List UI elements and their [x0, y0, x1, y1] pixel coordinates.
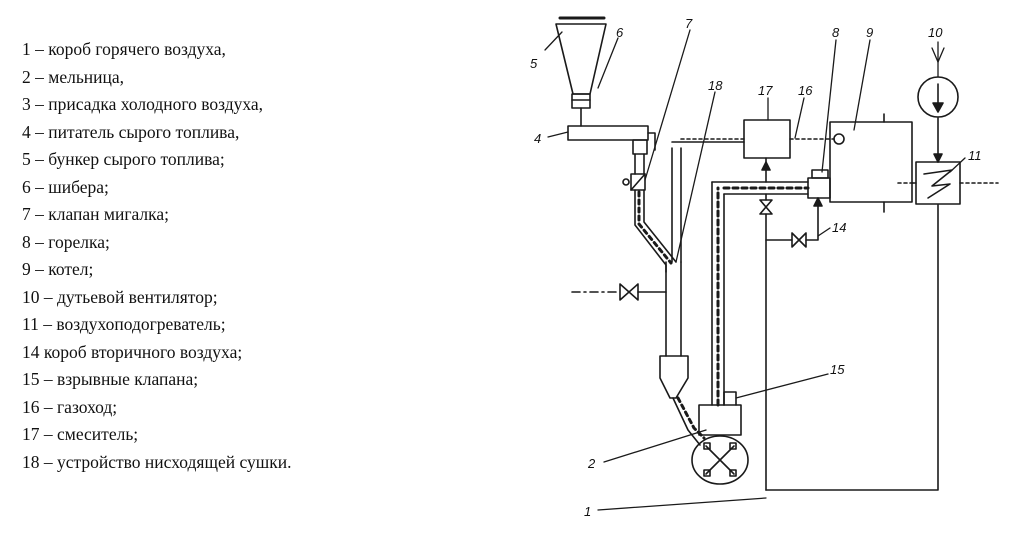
label-2: 2: [587, 456, 596, 471]
label-11: 11: [968, 148, 982, 163]
mixer: [743, 119, 791, 491]
pulverized-fuel-duct: [711, 181, 810, 407]
legend-item-10: 10 – дутьевой вентилятор;: [22, 286, 218, 307]
legend-item-18: 18 – устройство нисходящей сушки.: [22, 451, 292, 472]
label-10: 10: [928, 25, 943, 40]
label-17: 17: [758, 83, 773, 98]
legend-item-7: 7 – клапан мигалка;: [22, 204, 170, 224]
label-18: 18: [708, 78, 723, 93]
burner: [807, 169, 831, 199]
label-5: 5: [530, 56, 538, 71]
descending-drying-device: [659, 147, 689, 399]
forced-draft-fan: [917, 76, 959, 118]
fuel-chute: [622, 139, 677, 273]
secondary-air-duct: [765, 197, 823, 248]
legend: 1 – короб горячего воздуха, 2 – мельница…: [22, 36, 291, 476]
legend-item-2: 2 – мельница,: [22, 66, 125, 87]
hot-air-box: [765, 204, 939, 491]
label-8: 8: [832, 25, 840, 40]
mill: [672, 391, 749, 485]
label-7: 7: [685, 16, 693, 31]
legend-item-5: 5 – бункер сырого топлива;: [22, 149, 225, 169]
air-heater: [897, 117, 999, 205]
flue-gas-duct: [671, 133, 845, 263]
legend-item-4: 4 – питатель сырого топлива,: [22, 121, 240, 142]
boiler: [829, 113, 913, 213]
label-9: 9: [866, 25, 873, 40]
label-6: 6: [616, 25, 624, 40]
legend-item-8: 8 – горелка;: [22, 231, 110, 252]
legend-item-16: 16 – газоход;: [22, 396, 118, 417]
legend-item-9: 9 – котел;: [22, 259, 94, 279]
legend-item-15: 15 – взрывные клапана;: [22, 369, 199, 389]
legend-item-11: 11 – воздухоподогреватель;: [22, 314, 226, 334]
legend-item-1: 1 – короб горячего воздуха,: [22, 39, 226, 59]
label-1: 1: [584, 504, 591, 519]
fuel-feeder: [567, 125, 656, 151]
cold-air-line: [571, 283, 667, 301]
legend-item-14: 14 короб вторичного воздуха;: [22, 341, 243, 362]
leader-lines: [544, 29, 966, 511]
label-16: 16: [798, 83, 813, 98]
label-15: 15: [830, 362, 845, 377]
label-14: 14: [832, 220, 846, 235]
legend-item-3: 3 – присадка холодного воздуха,: [22, 94, 264, 114]
legend-item-6: 6 – шибера;: [22, 176, 109, 197]
legend-item-17: 17 – смеситель;: [22, 424, 139, 444]
label-4: 4: [534, 131, 541, 146]
fuel-bunker: [555, 16, 607, 127]
